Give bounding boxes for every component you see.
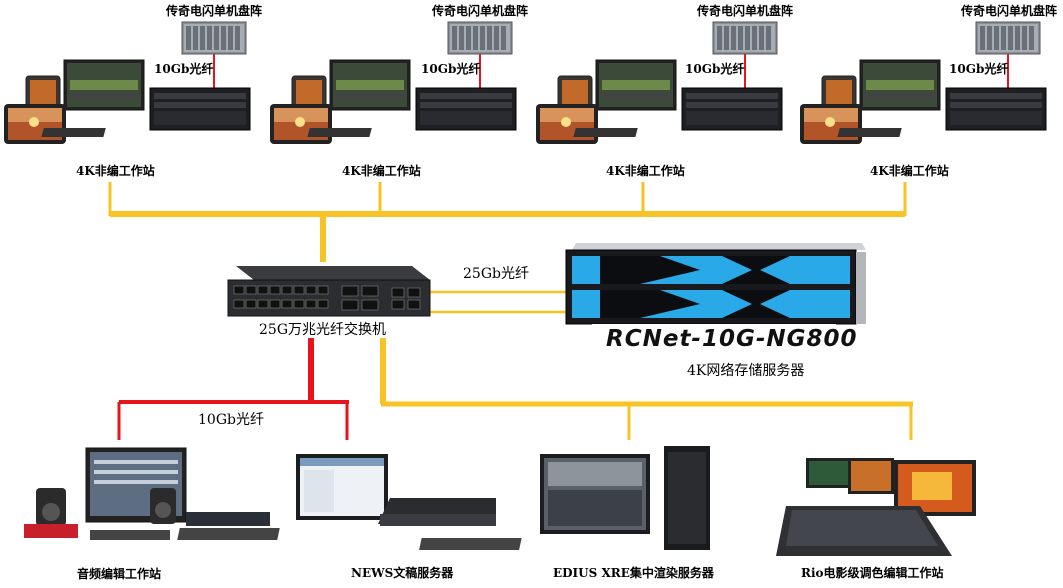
- audio-workstation-picture: [24, 448, 270, 540]
- rio-workstation-label: Rio电影级调色编辑工作站: [801, 566, 944, 580]
- rio-workstation-picture: [776, 458, 976, 556]
- audio-workstation-label: 音频编辑工作站: [77, 567, 161, 581]
- news-server-label: NEWS文稿服务器: [351, 566, 453, 580]
- render-server-label: EDIUS XRE集中渲染服务器: [553, 566, 714, 580]
- news-server-picture: [177, 454, 496, 540]
